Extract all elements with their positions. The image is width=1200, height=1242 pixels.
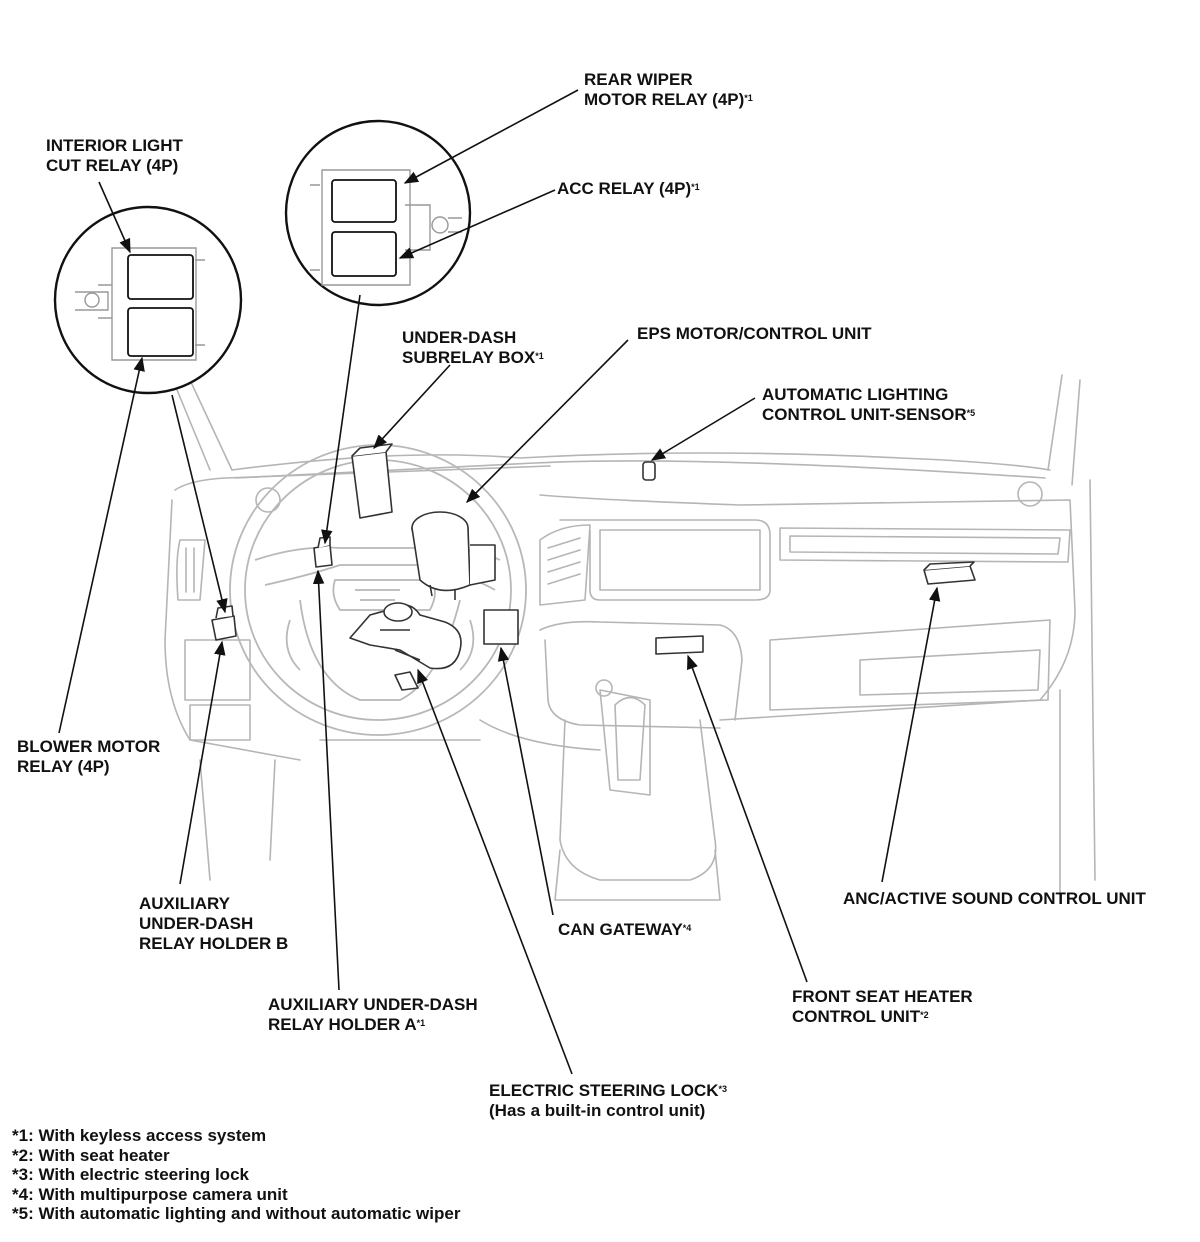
label-seat-heater-line1: FRONT SEAT HEATER — [792, 987, 973, 1006]
interior-light-relay-zoom — [53, 205, 243, 395]
can-gateway-unit — [483, 609, 519, 645]
label-acc-relay: ACC RELAY (4P)*1 — [557, 179, 700, 199]
label-rear-wiper-relay: REAR WIPER MOTOR RELAY (4P)*1 — [584, 70, 753, 110]
label-blower-line1: BLOWER MOTOR — [17, 737, 161, 756]
dashboard-outline — [164, 374, 1096, 901]
label-aux-a-sup: *1 — [416, 1018, 426, 1028]
label-aux-a-line1: AUXILIARY UNDER-DASH — [268, 995, 478, 1014]
label-rear-wiper-sup: *1 — [744, 93, 753, 103]
label-auto-lighting: AUTOMATIC LIGHTING CONTROL UNIT-SENSOR*5 — [762, 385, 975, 425]
label-rear-wiper-line2: MOTOR RELAY (4P) — [584, 90, 745, 109]
electric-steering-lock-unit — [349, 602, 462, 691]
label-rear-wiper-line1: REAR WIPER — [584, 70, 693, 89]
components — [211, 443, 976, 691]
label-aux-relay-holder-b: AUXILIARY UNDER-DASH RELAY HOLDER B — [139, 894, 288, 954]
under-dash-subrelay-box — [351, 451, 393, 519]
label-eps-motor: EPS MOTOR/CONTROL UNIT — [637, 324, 872, 344]
leader-lines — [58, 89, 941, 1075]
label-interior-light-relay: INTERIOR LIGHT CUT RELAY (4P) — [46, 136, 183, 176]
label-interior-light-line1: INTERIOR LIGHT — [46, 136, 183, 155]
under-dash-relay-zoom — [284, 119, 472, 307]
label-auto-lighting-line2: CONTROL UNIT-SENSOR — [762, 405, 967, 424]
seat-heater-unit — [655, 635, 704, 655]
label-under-dash-line1: UNDER-DASH — [402, 328, 517, 347]
label-seat-heater-line2: CONTROL UNIT — [792, 1007, 921, 1026]
eps-motor-unit — [411, 511, 496, 600]
label-steering-lock: ELECTRIC STEERING LOCK*3 (Has a built-in… — [489, 1081, 727, 1121]
label-aux-b-line2: UNDER-DASH — [139, 914, 254, 933]
label-seat-heater-sup: *2 — [920, 1010, 929, 1020]
footnote-4: *4: With multipurpose camera unit — [12, 1184, 288, 1204]
label-aux-a-line2: RELAY HOLDER A — [268, 1015, 417, 1034]
label-steering-lock-line2: (Has a built-in control unit) — [489, 1101, 706, 1120]
aux-relay-holder-b — [211, 615, 237, 641]
footnote-5: *5: With automatic lighting and without … — [12, 1204, 461, 1223]
label-anc-unit: ANC/ACTIVE SOUND CONTROL UNIT — [843, 889, 1146, 909]
footnote-1: *1: With keyless access system — [12, 1126, 267, 1145]
label-auto-lighting-line1: AUTOMATIC LIGHTING — [762, 385, 949, 404]
label-can-gateway: CAN GATEWAY*4 — [558, 920, 691, 940]
label-can-gateway-sup: *4 — [682, 923, 692, 933]
label-under-dash-line2: SUBRELAY BOX — [402, 348, 536, 367]
label-aux-b-line3: RELAY HOLDER B — [139, 934, 289, 953]
label-steering-lock-sup: *3 — [718, 1084, 728, 1094]
label-aux-b-line1: AUXILIARY — [139, 894, 230, 913]
label-eps-motor-line1: EPS MOTOR/CONTROL UNIT — [637, 324, 872, 343]
label-steering-lock-line1: ELECTRIC STEERING LOCK — [489, 1081, 719, 1100]
label-blower-line2: RELAY (4P) — [17, 757, 110, 776]
label-aux-relay-holder-a: AUXILIARY UNDER-DASH RELAY HOLDER A*1 — [268, 995, 478, 1035]
footnotes: *1: With keyless access system *2: With … — [12, 1126, 460, 1224]
label-anc-line1: ANC/ACTIVE SOUND CONTROL UNIT — [843, 889, 1146, 908]
label-under-dash-subrelay: UNDER-DASH SUBRELAY BOX*1 — [402, 328, 544, 368]
label-blower-motor-relay: BLOWER MOTOR RELAY (4P) — [17, 737, 160, 777]
label-can-gateway-line1: CAN GATEWAY — [558, 920, 683, 939]
label-under-dash-sup: *1 — [535, 351, 544, 361]
aux-relay-holder-a — [313, 544, 333, 568]
footnote-2: *2: With seat heater — [12, 1145, 170, 1165]
label-interior-light-line2: CUT RELAY (4P) — [46, 156, 179, 175]
label-acc-relay-line1: ACC RELAY (4P) — [557, 179, 692, 198]
footnote-3: *3: With electric steering lock — [12, 1165, 249, 1184]
auto-lighting-sensor — [642, 461, 656, 481]
label-acc-relay-sup: *1 — [691, 182, 700, 192]
label-seat-heater: FRONT SEAT HEATER CONTROL UNIT*2 — [792, 987, 973, 1027]
label-auto-lighting-sup: *5 — [966, 408, 976, 418]
